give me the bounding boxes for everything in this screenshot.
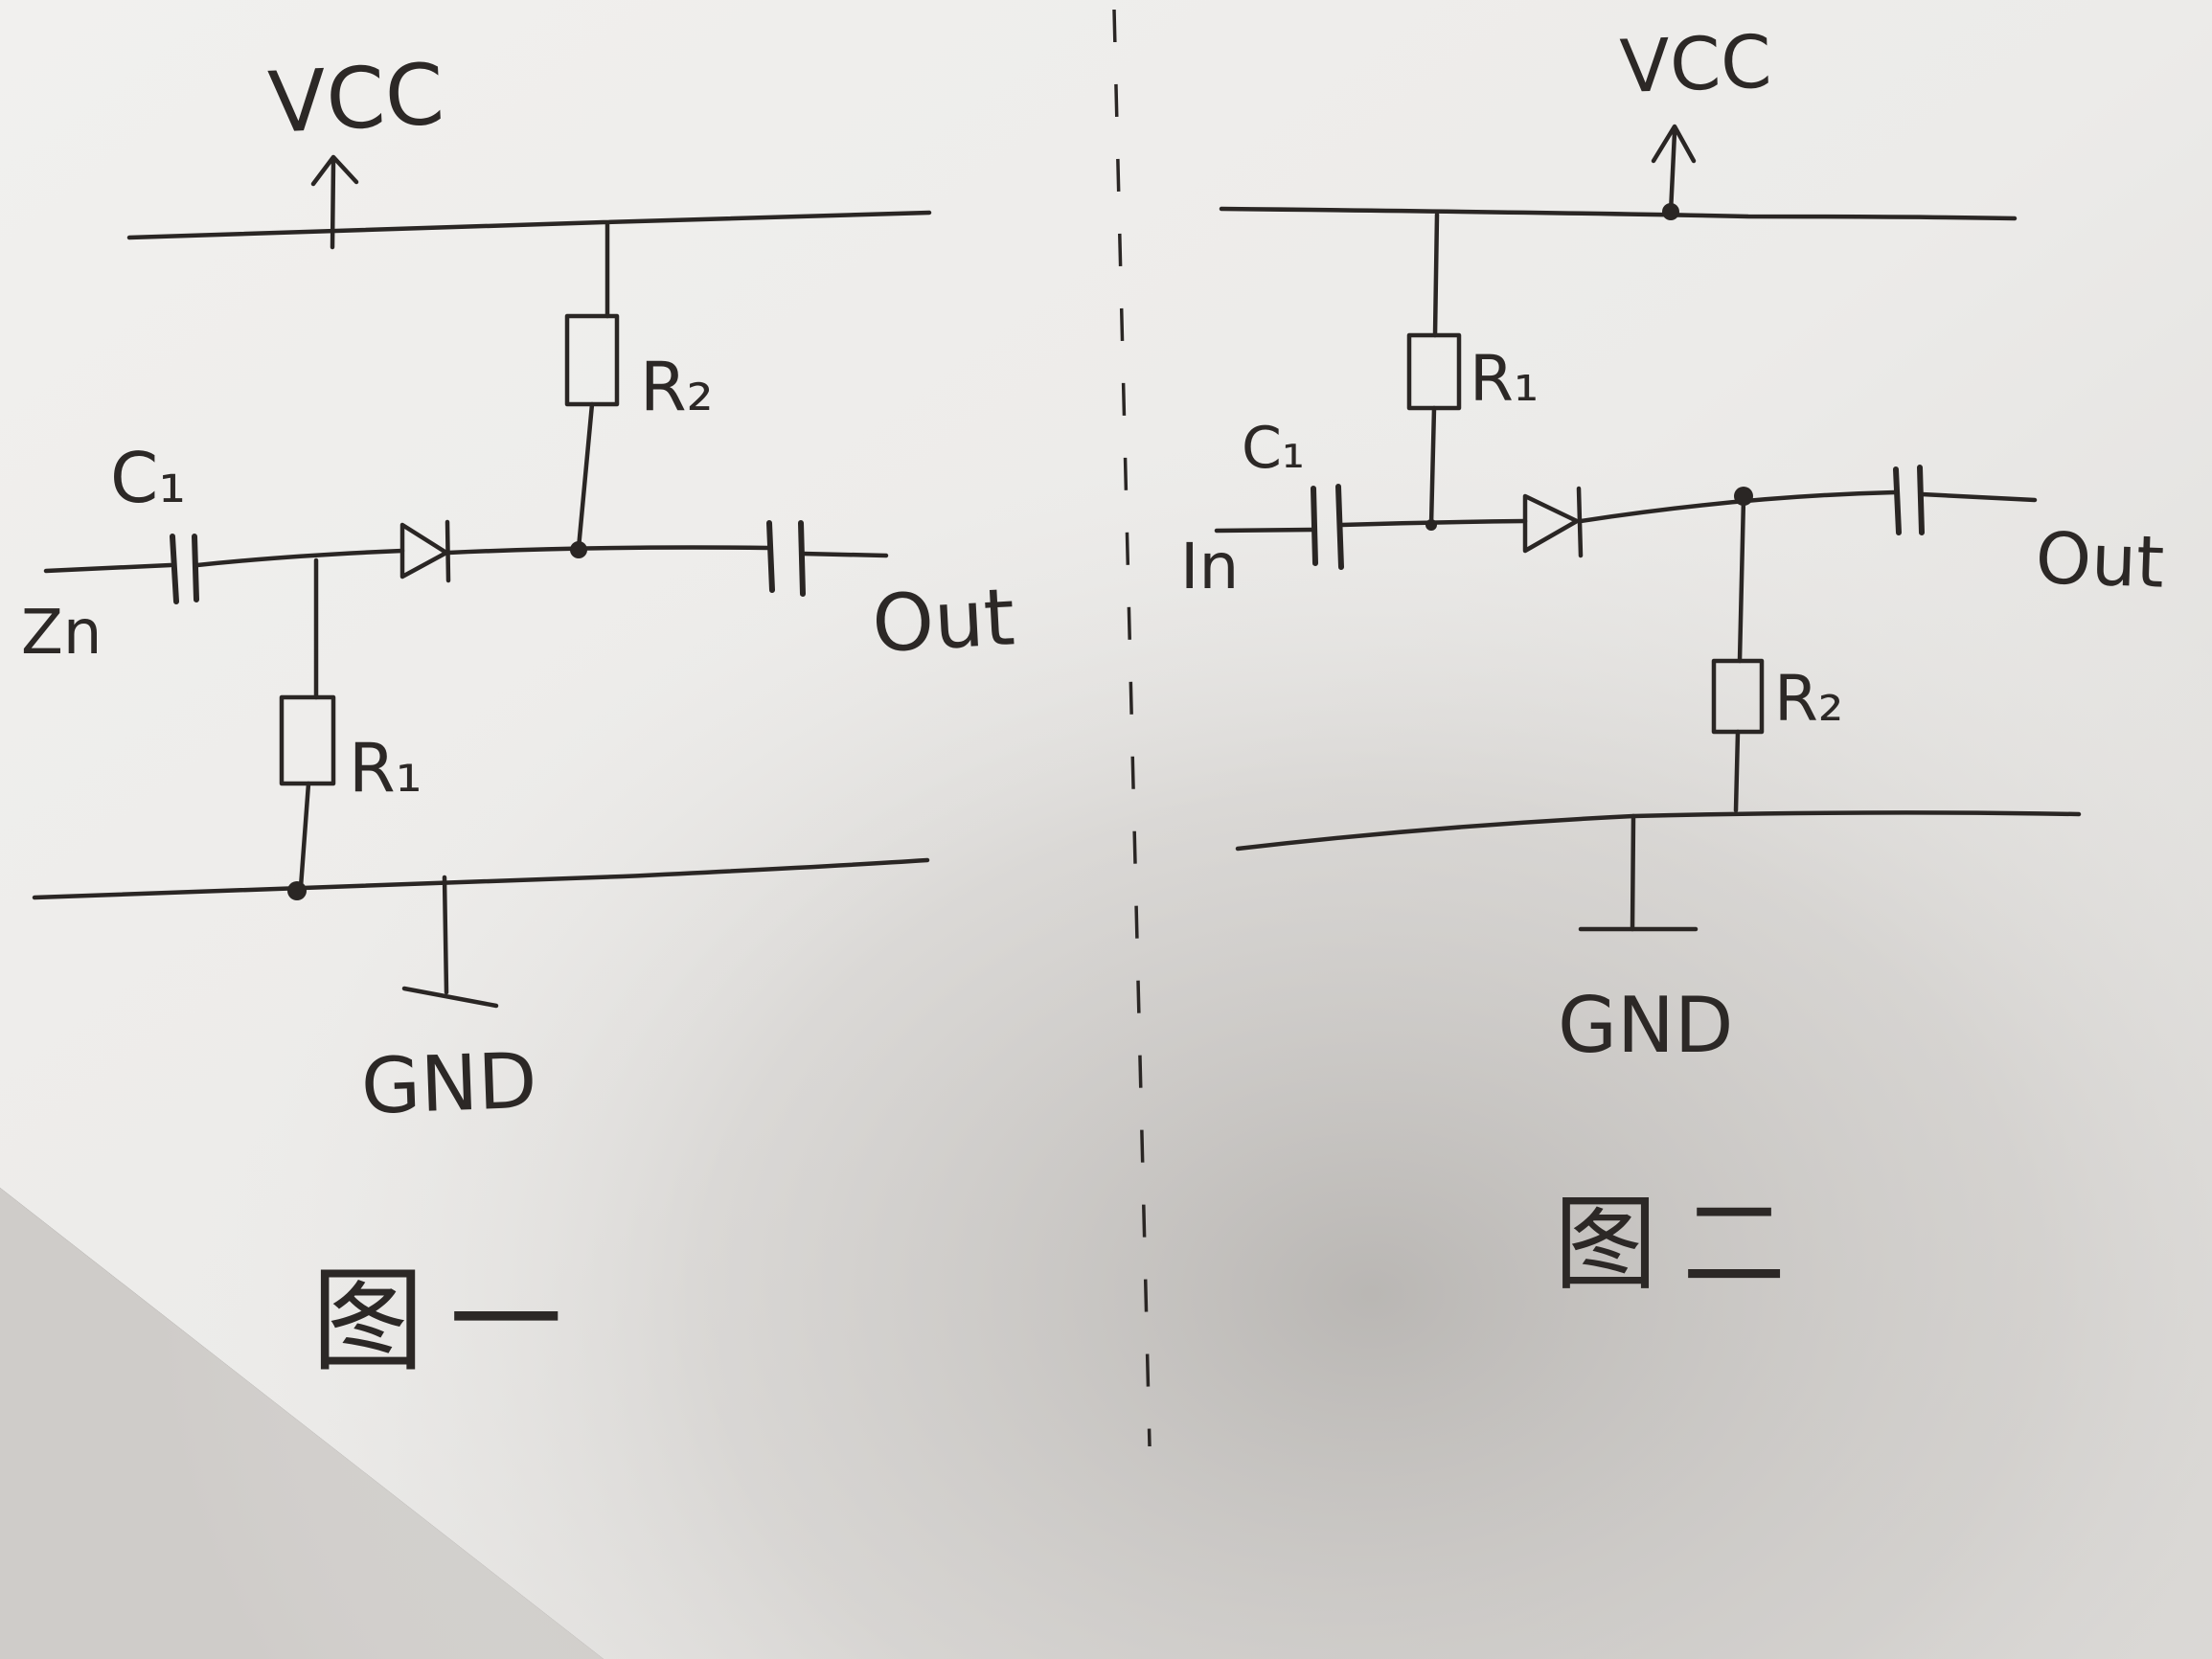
fig2-junction-r1	[1425, 519, 1437, 531]
figure-2-circuit	[1214, 124, 2082, 932]
fig1-gnd-symbol-icon	[401, 986, 499, 1009]
fig2-c1-label: C₁	[1242, 415, 1305, 482]
fig1-vcc-arrow-icon	[310, 154, 359, 250]
fig2-junction-vcc	[1662, 203, 1679, 220]
fig2-c1-plate-left	[1311, 486, 1318, 566]
fig1-r1-label: R₁	[349, 729, 422, 807]
fig1-r1-bottom-lead	[298, 781, 311, 890]
fig1-c1-label: C₁	[110, 438, 186, 518]
fig2-vcc-arrow-icon	[1651, 124, 1697, 216]
fig2-vcc-label: VCC	[1619, 19, 1773, 109]
fig1-c2-plate-right	[798, 520, 806, 597]
fig1-r2-bottom-lead	[576, 401, 595, 551]
fig1-c1-plate-right	[192, 534, 199, 602]
fig2-r2-label: R₂	[1774, 662, 1843, 736]
fig1-junction-r2	[570, 541, 587, 558]
fig2-input-label: In	[1180, 530, 1239, 603]
fig2-output-lead	[1919, 491, 2038, 503]
divider-dashed-line	[1112, 9, 1152, 1447]
fig2-c2-plate-left	[1893, 466, 1902, 535]
fig1-output-label: Out	[870, 572, 1016, 670]
fig2-output-label: Out	[2034, 517, 2165, 604]
fig2-diode-triangle	[1522, 493, 1580, 554]
fig2-vcc-rail	[1219, 206, 2018, 221]
fig1-gnd-stem	[442, 875, 449, 995]
fig1-line-c1-to-diode	[194, 548, 405, 568]
fig2-gnd-stem	[1630, 813, 1636, 932]
fig1-output-lead	[800, 551, 889, 558]
fig2-r1-bottom-lead	[1428, 405, 1437, 528]
fig1-diode-triangle	[399, 522, 449, 580]
fig2-caption: 图二	[1554, 1185, 1811, 1305]
fig2-gnd-label: GND	[1558, 981, 1733, 1070]
fig2-r1-top-lead	[1432, 212, 1440, 338]
fig2-input-lead	[1214, 527, 1315, 534]
fig1-line-diode-to-c2	[445, 545, 771, 556]
figure-1-circuit	[32, 154, 932, 1009]
fig2-c2-plate-right	[1917, 465, 1925, 535]
fig2-r1-label: R₁	[1470, 342, 1539, 416]
fig1-gnd-label: GND	[359, 1036, 538, 1131]
fig2-c1-plate-right	[1335, 484, 1344, 570]
fig1-caption: 图一	[311, 1255, 587, 1387]
fig1-junction-gnd	[287, 881, 307, 900]
fig1-input-label: Zn	[21, 598, 102, 669]
fig2-r2-bottom-lead	[1733, 729, 1741, 813]
fig1-vcc-rail	[126, 210, 932, 240]
fig1-c2-plate-left	[766, 520, 775, 593]
fig1-gnd-rail	[32, 857, 930, 900]
fig2-r2-top-lead	[1737, 495, 1746, 664]
fig1-vcc-label: VCC	[266, 45, 446, 152]
fig1-input-lead	[43, 562, 173, 574]
fig1-c1-plate-left	[170, 534, 179, 604]
fig1-r2-label: R₂	[640, 348, 714, 426]
